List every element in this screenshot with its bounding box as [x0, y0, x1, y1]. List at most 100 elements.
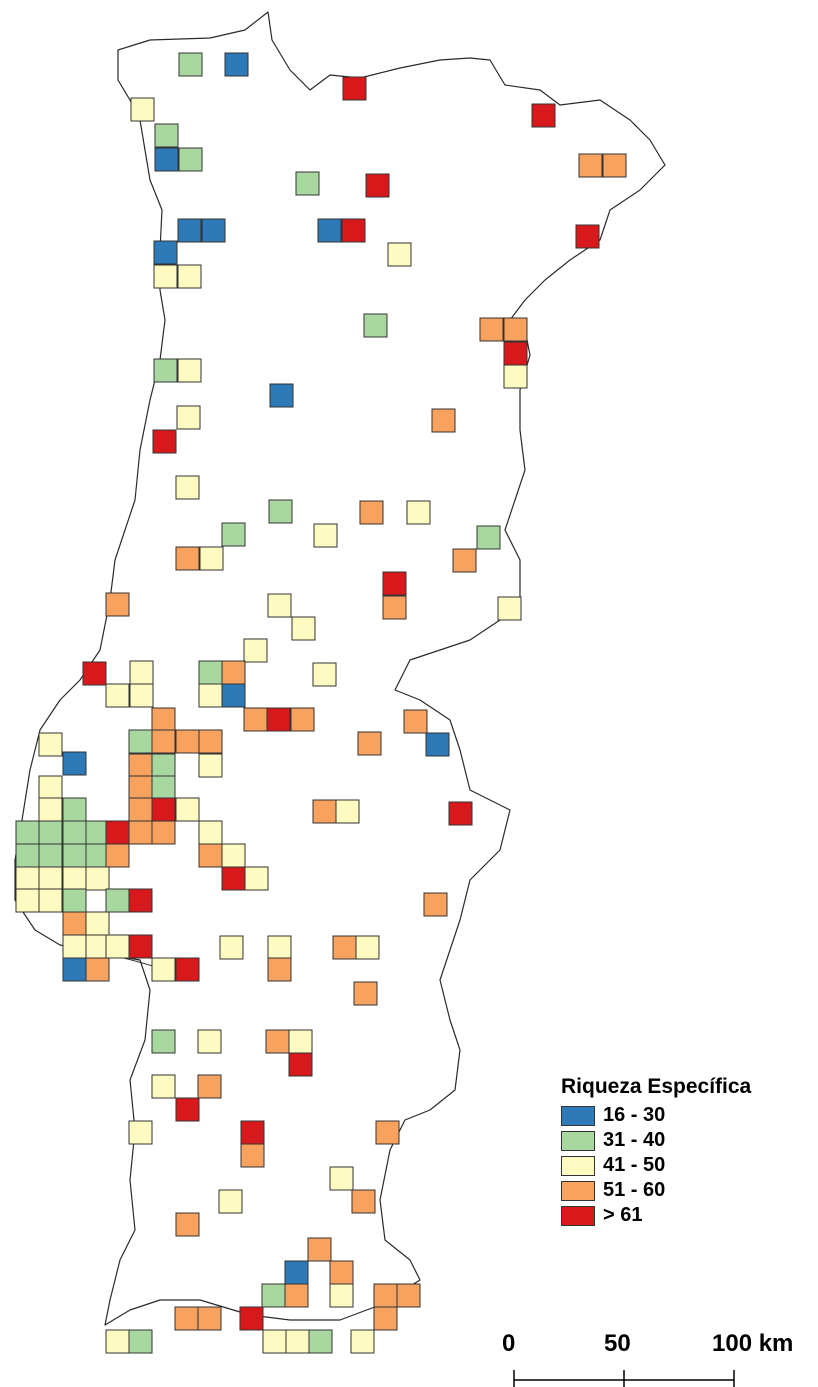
grid-cell [312, 662, 337, 687]
scale-bar: 0 50 100 km [490, 1330, 810, 1387]
grid-cell [62, 957, 87, 982]
grid-cell [199, 546, 224, 571]
grid-cell [284, 1283, 309, 1308]
grid-cell [62, 866, 87, 891]
legend-swatch [561, 1180, 595, 1201]
grid-cell [219, 935, 244, 960]
grid-cell [38, 866, 63, 891]
legend-label: 31 - 40 [603, 1129, 666, 1151]
grid-cell [266, 707, 291, 732]
grid-cell [373, 1283, 398, 1308]
scale-label-100-km: 100 km [712, 1330, 794, 1357]
grid-cell [387, 242, 412, 267]
grid-cell [38, 820, 63, 845]
grid-cell [198, 660, 223, 685]
grid-cell [267, 593, 292, 618]
grid-cell [307, 1237, 332, 1262]
grid-cell [240, 1143, 265, 1168]
grid-cell [224, 52, 249, 77]
grid-cell [423, 892, 448, 917]
legend-item-61-plus: > 61 [561, 1203, 801, 1228]
grid-cell [128, 753, 153, 778]
grid-cell [329, 1260, 354, 1285]
legend-label: 16 - 30 [603, 1104, 666, 1126]
richness-grid [15, 52, 627, 1354]
grid-cell [198, 843, 223, 868]
grid-cell [312, 799, 337, 824]
grid-cell [151, 1074, 176, 1099]
grid-cell [317, 218, 342, 243]
grid-cell [243, 707, 268, 732]
grid-cell [221, 522, 246, 547]
grid-cell [174, 1306, 199, 1331]
grid-cell [15, 888, 40, 913]
grid-cell [262, 1329, 287, 1354]
grid-cell [335, 799, 360, 824]
grid-cell [265, 1029, 290, 1054]
legend-swatch [561, 1130, 595, 1151]
grid-cell [350, 1329, 375, 1354]
grid-cell [177, 358, 202, 383]
grid-cell [497, 596, 522, 621]
grid-cell [342, 76, 367, 101]
grid-cell [128, 797, 153, 822]
legend-item-41-50: 41 - 50 [561, 1153, 801, 1178]
grid-cell [38, 775, 63, 800]
grid-cell [288, 1052, 313, 1077]
scale-label-0: 0 [502, 1330, 516, 1357]
grid-cell [239, 1306, 264, 1331]
grid-cell [105, 888, 130, 913]
grid-cell [175, 475, 200, 500]
legend-swatch [561, 1205, 595, 1226]
grid-cell [197, 1029, 222, 1054]
grid-cell [288, 1029, 313, 1054]
grid-cell [85, 866, 110, 891]
grid-cell [341, 218, 366, 243]
grid-cell [62, 751, 87, 776]
grid-cell [198, 753, 223, 778]
grid-cell [175, 1097, 200, 1122]
grid-cell [129, 660, 154, 685]
grid-cell [431, 408, 456, 433]
grid-cell [62, 934, 87, 959]
grid-cell [425, 732, 450, 757]
grid-cell [175, 957, 200, 982]
grid-cell [291, 616, 316, 641]
grid-cell [221, 843, 246, 868]
grid-cell [363, 313, 388, 338]
grid-cell [373, 1306, 398, 1331]
grid-cell [175, 729, 200, 754]
grid-cell [151, 707, 176, 732]
grid-cell [355, 935, 380, 960]
grid-cell [128, 888, 153, 913]
grid-cell [290, 707, 315, 732]
grid-cell [151, 1029, 176, 1054]
grid-cell [201, 218, 226, 243]
grid-cell [151, 753, 176, 778]
legend-item-16-30: 16 - 30 [561, 1103, 801, 1128]
grid-cell [267, 957, 292, 982]
grid-cell [128, 1329, 153, 1354]
grid-cell [151, 797, 176, 822]
grid-cell [365, 173, 390, 198]
grid-cell [128, 1120, 153, 1145]
grid-cell [128, 775, 153, 800]
grid-cell [151, 820, 176, 845]
grid-cell [221, 660, 246, 685]
grid-cell [62, 820, 87, 845]
grid-cell [359, 500, 384, 525]
grid-cell [578, 153, 603, 178]
grid-cell [351, 1189, 376, 1214]
grid-cell [575, 224, 600, 249]
grid-cell [403, 709, 428, 734]
grid-cell [244, 866, 269, 891]
grid-cell [62, 797, 87, 822]
grid-cell [218, 1189, 243, 1214]
grid-cell [285, 1329, 310, 1354]
grid-cell [503, 341, 528, 366]
grid-cell [105, 820, 130, 845]
grid-cell [85, 911, 110, 936]
grid-cell [105, 592, 130, 617]
grid-cell [105, 1329, 130, 1354]
